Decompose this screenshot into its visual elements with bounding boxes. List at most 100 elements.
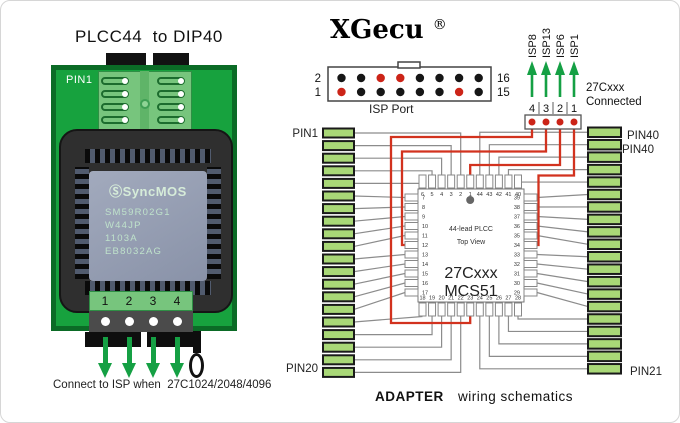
isp-pin16-label: 16: [497, 73, 510, 85]
plcc-pin-right: [523, 222, 538, 230]
dip-pad-left: [322, 203, 355, 215]
plcc-pin-left: [404, 212, 419, 221]
plcc-pin-number: 34: [514, 243, 520, 249]
board-top-tab: [106, 53, 146, 67]
plcc-pin-number: 41: [505, 192, 511, 198]
plcc-pin-left: [404, 269, 419, 278]
jumper-pad: [157, 103, 185, 111]
dip-pad-left: [322, 253, 355, 265]
plcc-pin-right: [523, 212, 538, 221]
plcc-part-label-1: 27Cxxx: [444, 265, 497, 282]
wire-dip-left: [354, 175, 424, 184]
jumper-pad: [157, 116, 185, 124]
wire-dip-left: [354, 316, 462, 373]
plcc-pin-top: [456, 174, 465, 189]
isp-signal-label: ISP6: [555, 34, 567, 58]
plcc-pin-number: 14: [422, 262, 428, 268]
dip-pad-left: [322, 316, 355, 328]
pad-dot: [124, 317, 134, 326]
jumper-pad-dot: [122, 91, 128, 97]
dip-pad-right: [587, 363, 622, 375]
plcc-pin-number: 33: [514, 253, 520, 259]
wire-dip-right: [507, 316, 588, 333]
plcc-pin-bottom: [466, 302, 475, 317]
socket-pin-number: 2: [125, 294, 133, 308]
up-arrow-head: [527, 61, 537, 75]
dip-pad-columns: [322, 126, 622, 378]
wire-dip-right: [536, 193, 589, 199]
plcc-pin-bottom: [456, 302, 465, 317]
isp-pin15-label: 15: [497, 87, 510, 99]
chip-marking-line: SM59R02G1: [105, 207, 171, 218]
chip-marking-line: 1103A: [105, 233, 138, 244]
jumper-pad-dot: [178, 117, 184, 123]
plcc-pin-bottom: [447, 302, 456, 317]
jumper-pad: [157, 90, 185, 98]
plcc-pin-number: 40: [515, 192, 521, 198]
wire-dip-left: [353, 234, 406, 247]
isp-port-dot-black: [415, 87, 425, 97]
plcc-pin-number: 13: [422, 253, 428, 259]
dip-pad-left: [322, 329, 355, 341]
wire-dip-right: [536, 215, 589, 220]
plcc-pin-number: 23: [467, 296, 473, 302]
isp-port-dot-black: [356, 73, 366, 83]
jumper-pad: [101, 77, 129, 85]
plcc-pin-right: [523, 288, 538, 297]
down-arrow-stem: [174, 337, 180, 363]
syncmos-chip: ⓈSyncMOS SM59R02G1 W44JP 1103A EB8032AG: [89, 171, 207, 281]
plcc-part-label-2: MCS51: [444, 283, 497, 300]
plcc-pin-number: 8: [422, 205, 425, 211]
jumper-pad-dot: [122, 117, 128, 123]
wire-dip-right: [536, 263, 589, 270]
plcc-pin-number: 9: [422, 215, 425, 221]
plcc-pin-number: 18: [419, 296, 425, 302]
plcc-pin-number: 24: [477, 296, 483, 302]
dip-pad-right: [587, 338, 622, 350]
dip-pad-right: [587, 288, 622, 300]
isp-header-pin: [556, 118, 564, 126]
plcc-pin-right: [523, 193, 538, 202]
plcc-pin-left: [404, 288, 419, 297]
wire-dip-left: [354, 157, 443, 175]
jumper-panel-hole: [140, 99, 150, 109]
plcc-pin-number: 10: [422, 224, 428, 230]
isp-port-dot-red: [376, 73, 385, 83]
plcc-pin-right: [523, 260, 538, 268]
wire-dip-right: [536, 253, 589, 258]
isp-header-pin: [570, 118, 578, 126]
isp-port-dot-black: [415, 73, 425, 83]
plcc-pin-bottom: [437, 302, 446, 317]
isp-header-pin: [542, 118, 550, 126]
isp-header-pin: [528, 118, 536, 126]
plcc-pin-number: 44: [477, 192, 483, 198]
dip-pad-left: [322, 127, 355, 139]
dip-pad-right: [587, 138, 622, 151]
plcc-pin-number: 27: [505, 296, 511, 302]
jumper-pad: [157, 77, 185, 85]
dip-pad-right: [587, 275, 622, 288]
footer-adapter-label: ADAPTER: [375, 389, 444, 404]
header-note-1: 27Cxxx: [586, 82, 625, 94]
plcc-pin-number: 32: [514, 262, 520, 268]
pad-dot: [148, 317, 158, 326]
plcc-pin-number: 37: [514, 215, 520, 221]
plcc-pin-top: [514, 174, 522, 189]
jumper-pad: [101, 103, 129, 111]
plcc-pin-right: [523, 241, 538, 249]
plcc-pin-top: [494, 174, 503, 189]
wire-dip-left: [354, 145, 452, 175]
xgecu-logo-text: XGecu: [330, 15, 424, 45]
dip-pad-right: [587, 300, 622, 313]
jumper-pad-dot: [178, 104, 184, 110]
wire-dip-left: [353, 253, 406, 260]
jumper-pad-dot: [122, 78, 128, 84]
plcc-pin-number: 2: [459, 192, 462, 198]
footer-caption: wiring schematics: [457, 389, 573, 404]
wire-dip-left: [353, 195, 406, 199]
dip-pad-right: [587, 251, 622, 263]
wire-dip-left: [353, 215, 406, 222]
jumper-stem: [193, 331, 201, 353]
